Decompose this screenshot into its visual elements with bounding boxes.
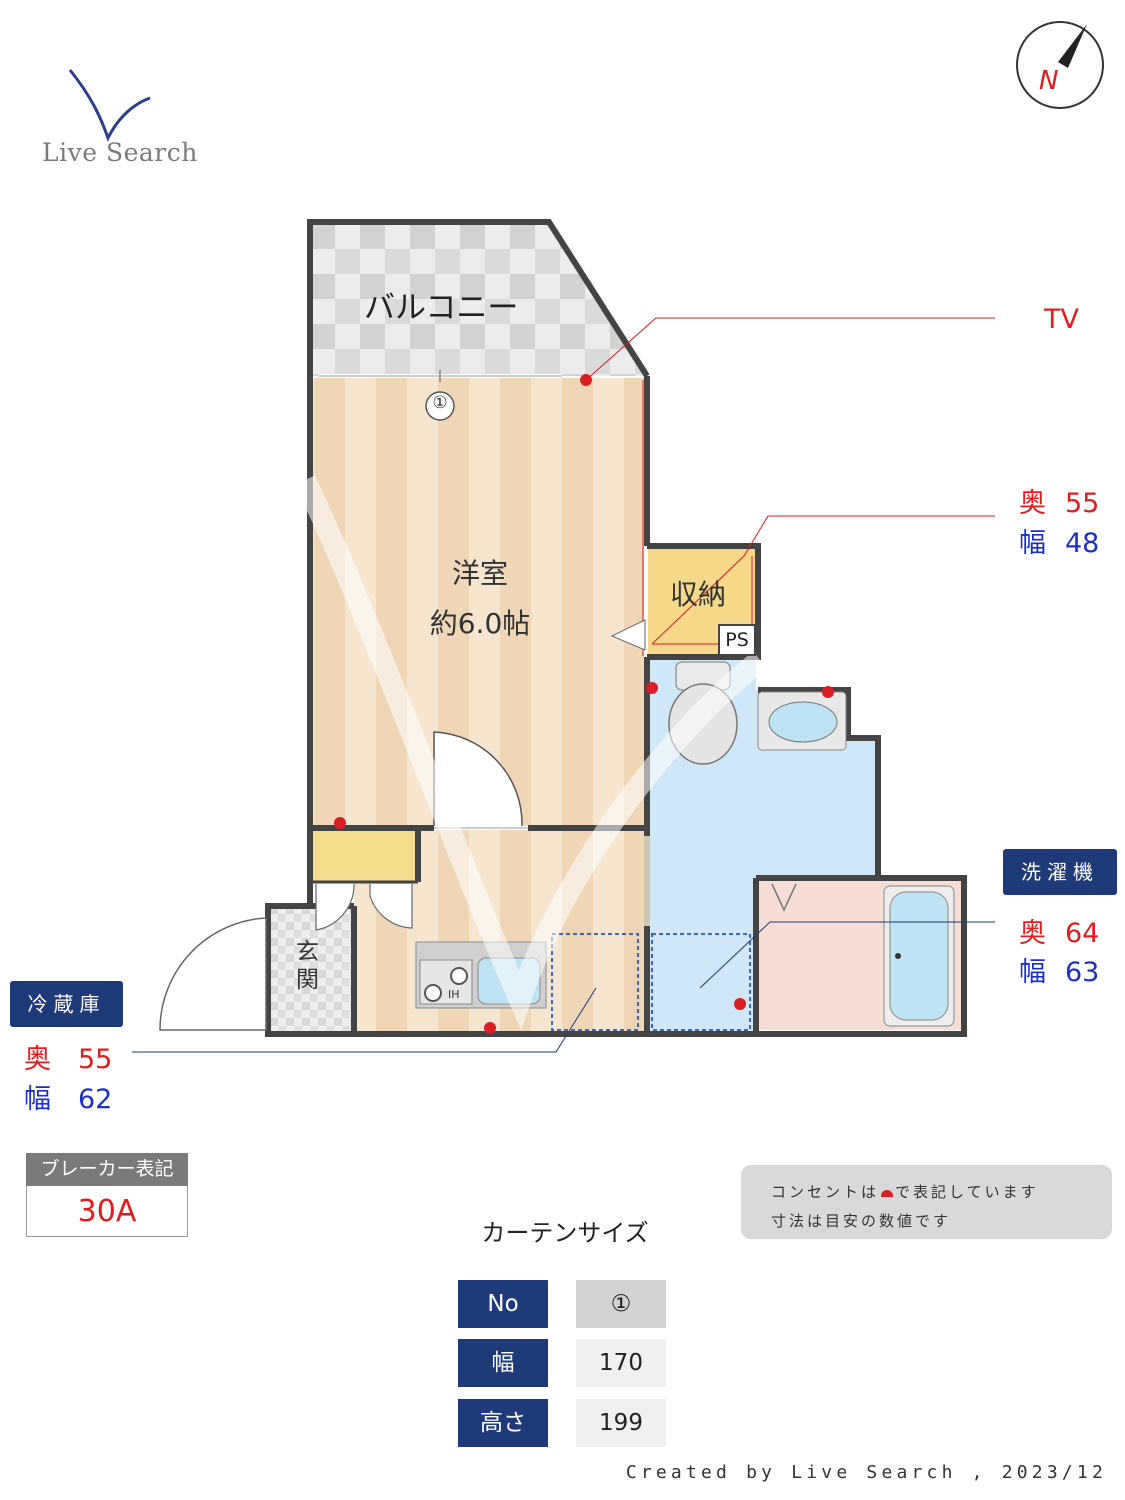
tv-label: TV <box>1044 304 1079 335</box>
breaker-value: 30A <box>26 1186 188 1237</box>
note-line-1b: で表記しています <box>895 1183 1039 1201</box>
curtain-row-label: No <box>458 1280 548 1328</box>
bathtub-icon <box>883 885 955 1027</box>
washbasin-icon <box>757 691 847 751</box>
curtain-row-value: 199 <box>576 1399 666 1447</box>
storage-depth-value: 55 <box>1065 488 1100 519</box>
curtain-row-value: ① <box>576 1280 666 1328</box>
washer-depth-key: 奥 <box>1019 918 1046 949</box>
storage-depth-key: 奥 <box>1019 488 1046 519</box>
washer-depth-value: 64 <box>1065 918 1100 949</box>
ih-label: IH <box>448 988 460 1001</box>
closet-area <box>312 830 418 882</box>
washer-tag: 洗濯機 <box>1003 849 1117 895</box>
window-number-label: ① <box>432 393 448 413</box>
fridge-depth-row: 奥 55 <box>24 1037 112 1076</box>
entrance-label: 玄関 <box>296 939 319 993</box>
fridge-depth-value: 55 <box>78 1044 113 1075</box>
ps-label: PS <box>718 624 756 656</box>
curtain-row-value: 170 <box>576 1339 666 1387</box>
fridge-width-value: 62 <box>78 1084 113 1115</box>
storage-depth-row: 奥 55 <box>1019 481 1099 520</box>
watermark-logo <box>295 475 767 1031</box>
note-line-1: コンセントはで表記しています <box>771 1181 1039 1202</box>
washer-space <box>651 933 751 1031</box>
compass-icon <box>1016 21 1104 109</box>
storage-width-row: 幅 48 <box>1019 521 1099 560</box>
compass-north-label: N <box>1039 66 1059 96</box>
note-line-2: 寸法は目安の数値です <box>771 1212 952 1230</box>
washer-depth-row: 奥 64 <box>1019 911 1099 950</box>
fridge-width-key: 幅 <box>24 1084 51 1115</box>
storage-width-key: 幅 <box>1019 528 1046 559</box>
entrance-area <box>270 906 354 1032</box>
western-room-size: 約6.0帖 <box>429 607 531 640</box>
outlet-marker-icon <box>881 1190 894 1197</box>
storage-label: 収納 <box>670 578 727 611</box>
storage-width-value: 48 <box>1065 528 1100 559</box>
outlet-note: コンセントはで表記しています 寸法は目安の数値です <box>741 1165 1112 1239</box>
curtain-title: カーテンサイズ <box>481 1219 649 1247</box>
footer-credit: Created by Live Search , 2023/12 <box>625 1462 1107 1483</box>
curtain-row-label: 幅 <box>458 1339 548 1387</box>
breaker-label: ブレーカー表記 <box>26 1153 188 1186</box>
western-room-label: 洋室 <box>451 557 508 590</box>
note-line-1a: コンセントは <box>771 1183 880 1201</box>
fridge-width-row: 幅 62 <box>24 1077 112 1116</box>
balcony-area <box>310 224 645 376</box>
logo-icon <box>68 69 151 142</box>
outlet-markers <box>334 374 834 1034</box>
balcony-label: バルコニー <box>364 290 519 326</box>
fridge-tag: 冷蔵庫 <box>10 981 123 1027</box>
fridge-depth-key: 奥 <box>24 1044 51 1075</box>
washer-width-value: 63 <box>1065 957 1100 988</box>
washer-width-row: 幅 63 <box>1019 950 1099 989</box>
fridge-space <box>551 933 639 1031</box>
curtain-row-label: 高さ <box>458 1399 548 1447</box>
washer-width-key: 幅 <box>1019 957 1046 988</box>
logo-text: Live Search <box>42 138 198 167</box>
